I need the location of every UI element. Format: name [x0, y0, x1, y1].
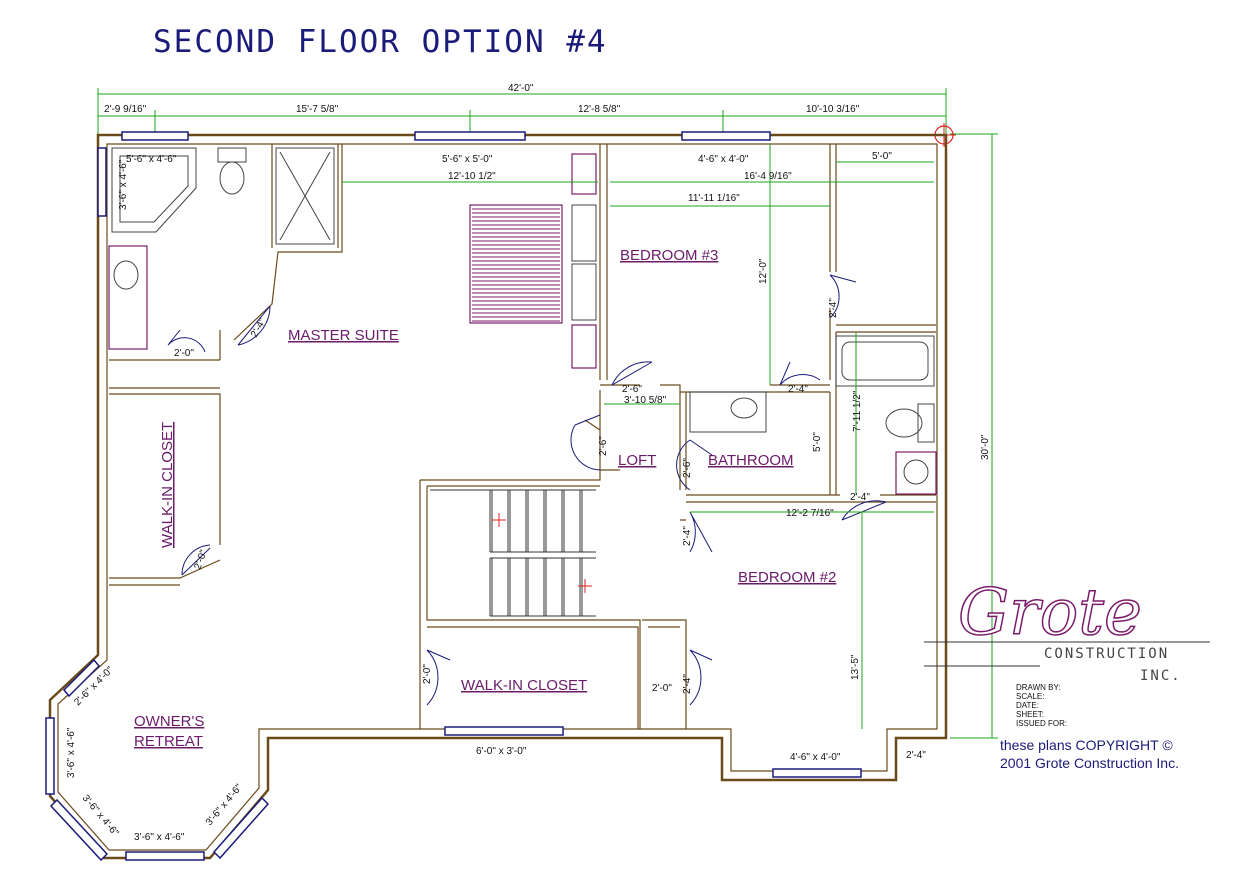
room-labels: MASTER SUITE BEDROOM #3 BEDROOM #2 LOFT … [134, 247, 836, 750]
dim-door-24c: 2'-4" [788, 384, 808, 395]
windows [45, 131, 862, 862]
dim-bed3-depth: 12'-0" [758, 258, 769, 284]
dim-bed2-width: 12'-2 7/16" [786, 508, 834, 519]
copyright-line-1: these plans COPYRIGHT © [1000, 737, 1173, 753]
dim-door-24f: 2'-4" [682, 674, 693, 694]
dim-master-window: 5'-6" x 5'-0" [442, 154, 493, 165]
room-master-suite: MASTER SUITE [288, 327, 399, 344]
room-bedroom-2: BEDROOM #2 [738, 569, 836, 586]
tb-date: DATE: [1016, 701, 1039, 710]
dim-bed2-depth: 13'-5" [850, 654, 861, 680]
dim-door-20c: 2'-0" [422, 664, 433, 684]
dim-door-24d: 2'-4" [850, 492, 870, 503]
dim-bed3-wide: 16'-4 9/16" [744, 171, 792, 182]
top-dim-2: 15'-7 5/8" [296, 104, 339, 115]
tb-scale: SCALE: [1016, 692, 1044, 701]
room-bedroom-3: BEDROOM #3 [620, 247, 718, 264]
top-dimensions: 42'-0" 2'-9 9/16" 15'-7 5/8" 12'-8 5/8" … [97, 83, 947, 140]
fixtures [108, 147, 937, 617]
overall-width-label: 42'-0" [508, 83, 534, 94]
room-walkin-closet-bottom: WALK-IN CLOSET [461, 677, 587, 694]
dim-door-26a: 2'-6" [622, 384, 642, 395]
dim-door-26b: 2'-6" [598, 436, 609, 456]
top-dim-1: 2'-9 9/16" [104, 104, 147, 115]
bed [469, 153, 597, 369]
title-block: DRAWN BY: SCALE: DATE: SHEET: ISSUED FOR… [1000, 683, 1179, 771]
company-logo: Grote CONSTRUCTION INC. [924, 575, 1210, 684]
tb-issued-for: ISSUED FOR: [1016, 719, 1067, 728]
tb-sheet: SHEET: [1016, 710, 1044, 719]
dim-bath-depth: 5'-0" [812, 432, 823, 452]
dim-tub: 5'-6" x 4'-6" [126, 154, 177, 165]
doors [167, 274, 887, 706]
dim-door-24a: 2'-4" [828, 298, 839, 318]
interior-dimensions [342, 144, 934, 729]
dim-bath-height: 7'-11 1/2" [852, 390, 863, 432]
copyright-line-2: 2001 Grote Construction Inc. [1000, 755, 1179, 771]
room-loft: LOFT [618, 452, 656, 469]
dim-bed3-window: 4'-6" x 4'-0" [698, 154, 749, 165]
logo-line-1: CONSTRUCTION [1044, 646, 1169, 662]
dim-hall-width: 3'-10 5/8" [624, 395, 667, 406]
tb-drawn-by: DRAWN BY: [1016, 683, 1061, 692]
dim-bed3-width: 11'-11 1/16" [688, 193, 740, 204]
interior-walls [109, 144, 936, 729]
dim-window-bottom: 6'-0" x 3'-0" [476, 746, 527, 757]
dim-bed2-window: 4'-6" x 4'-0" [790, 752, 841, 763]
plan-title: SECOND FLOOR OPTION #4 [153, 24, 608, 60]
room-walkin-closet-left: WALK-IN CLOSET [159, 422, 176, 548]
dim-door-20a: 2'-0" [174, 348, 194, 359]
room-bathroom: BATHROOM [708, 452, 794, 469]
logo-name: Grote [958, 576, 1142, 650]
dim-door-24b: 2'-4" [249, 316, 269, 339]
dim-door-20d: 2'-0" [652, 683, 672, 694]
dim-door-24e: 2'-4" [682, 526, 693, 546]
overall-depth-label: 30'-0" [980, 434, 991, 460]
dim-bay-5: 3'-6" x 4'-6" [204, 782, 245, 828]
dim-tub-side: 3'-6" x 4'-6" [118, 159, 129, 210]
dim-closet-right: 5'-0" [872, 151, 892, 162]
dim-bay-2: 3'-6" x 4'-6" [66, 727, 77, 778]
dim-door-26c: 2'-6" [682, 458, 693, 478]
room-owners-retreat-line1: OWNER'S [134, 713, 204, 730]
dim-bay-4: 3'-6" x 4'-6" [134, 832, 185, 843]
top-dim-4: 10'-10 3/16" [806, 104, 860, 115]
dim-door-20b: 2'-0" [192, 548, 209, 571]
dim-master-width: 12'-10 1/2" [448, 171, 496, 182]
room-owners-retreat-line2: RETREAT [134, 733, 203, 750]
top-dim-3: 12'-8 5/8" [578, 104, 621, 115]
dim-door-24g: 2'-4" [906, 750, 926, 761]
logo-line-2: INC. [1140, 668, 1182, 684]
